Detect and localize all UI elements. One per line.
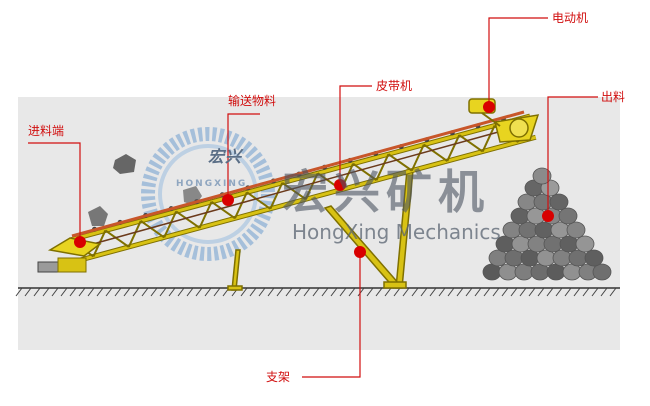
flying-rock bbox=[88, 206, 108, 226]
support-marker bbox=[354, 246, 366, 258]
belt-label: 皮带机 bbox=[376, 79, 413, 93]
discharge-leader bbox=[547, 96, 598, 216]
material-marker bbox=[222, 194, 234, 206]
feed-hopper bbox=[37, 237, 102, 273]
motor-label: 电动机 bbox=[552, 11, 589, 25]
ore-pile bbox=[482, 167, 612, 281]
belt-leader bbox=[339, 85, 372, 185]
belt-marker bbox=[334, 179, 346, 191]
feed-end-label: 进料端 bbox=[28, 124, 65, 138]
ground-line bbox=[15, 287, 620, 297]
discharge-label: 出料 bbox=[601, 90, 626, 104]
drive-head bbox=[494, 114, 540, 143]
flying-rock bbox=[113, 154, 136, 174]
support-leader bbox=[302, 252, 361, 378]
watermark-brand-cn-small: 宏兴 bbox=[208, 147, 243, 166]
watermark-brand-en-small: HONGXING bbox=[176, 179, 248, 189]
feed-end-marker bbox=[74, 236, 86, 248]
motor-leader bbox=[488, 17, 548, 107]
support-label: 支架 bbox=[266, 370, 291, 384]
watermark-gear-logo bbox=[141, 127, 275, 261]
conveyor-belt bbox=[71, 110, 525, 248]
watermark-brand-cn-big: 宏兴矿机 bbox=[282, 165, 490, 219]
conveyed-material-label: 输送物料 bbox=[228, 94, 277, 108]
feed-end-leader bbox=[28, 142, 81, 242]
motor-marker bbox=[483, 101, 495, 113]
discharge-marker bbox=[542, 210, 554, 222]
material-leader bbox=[227, 113, 260, 200]
watermark-brand-en-big: HongXing Mechanics bbox=[292, 220, 501, 244]
